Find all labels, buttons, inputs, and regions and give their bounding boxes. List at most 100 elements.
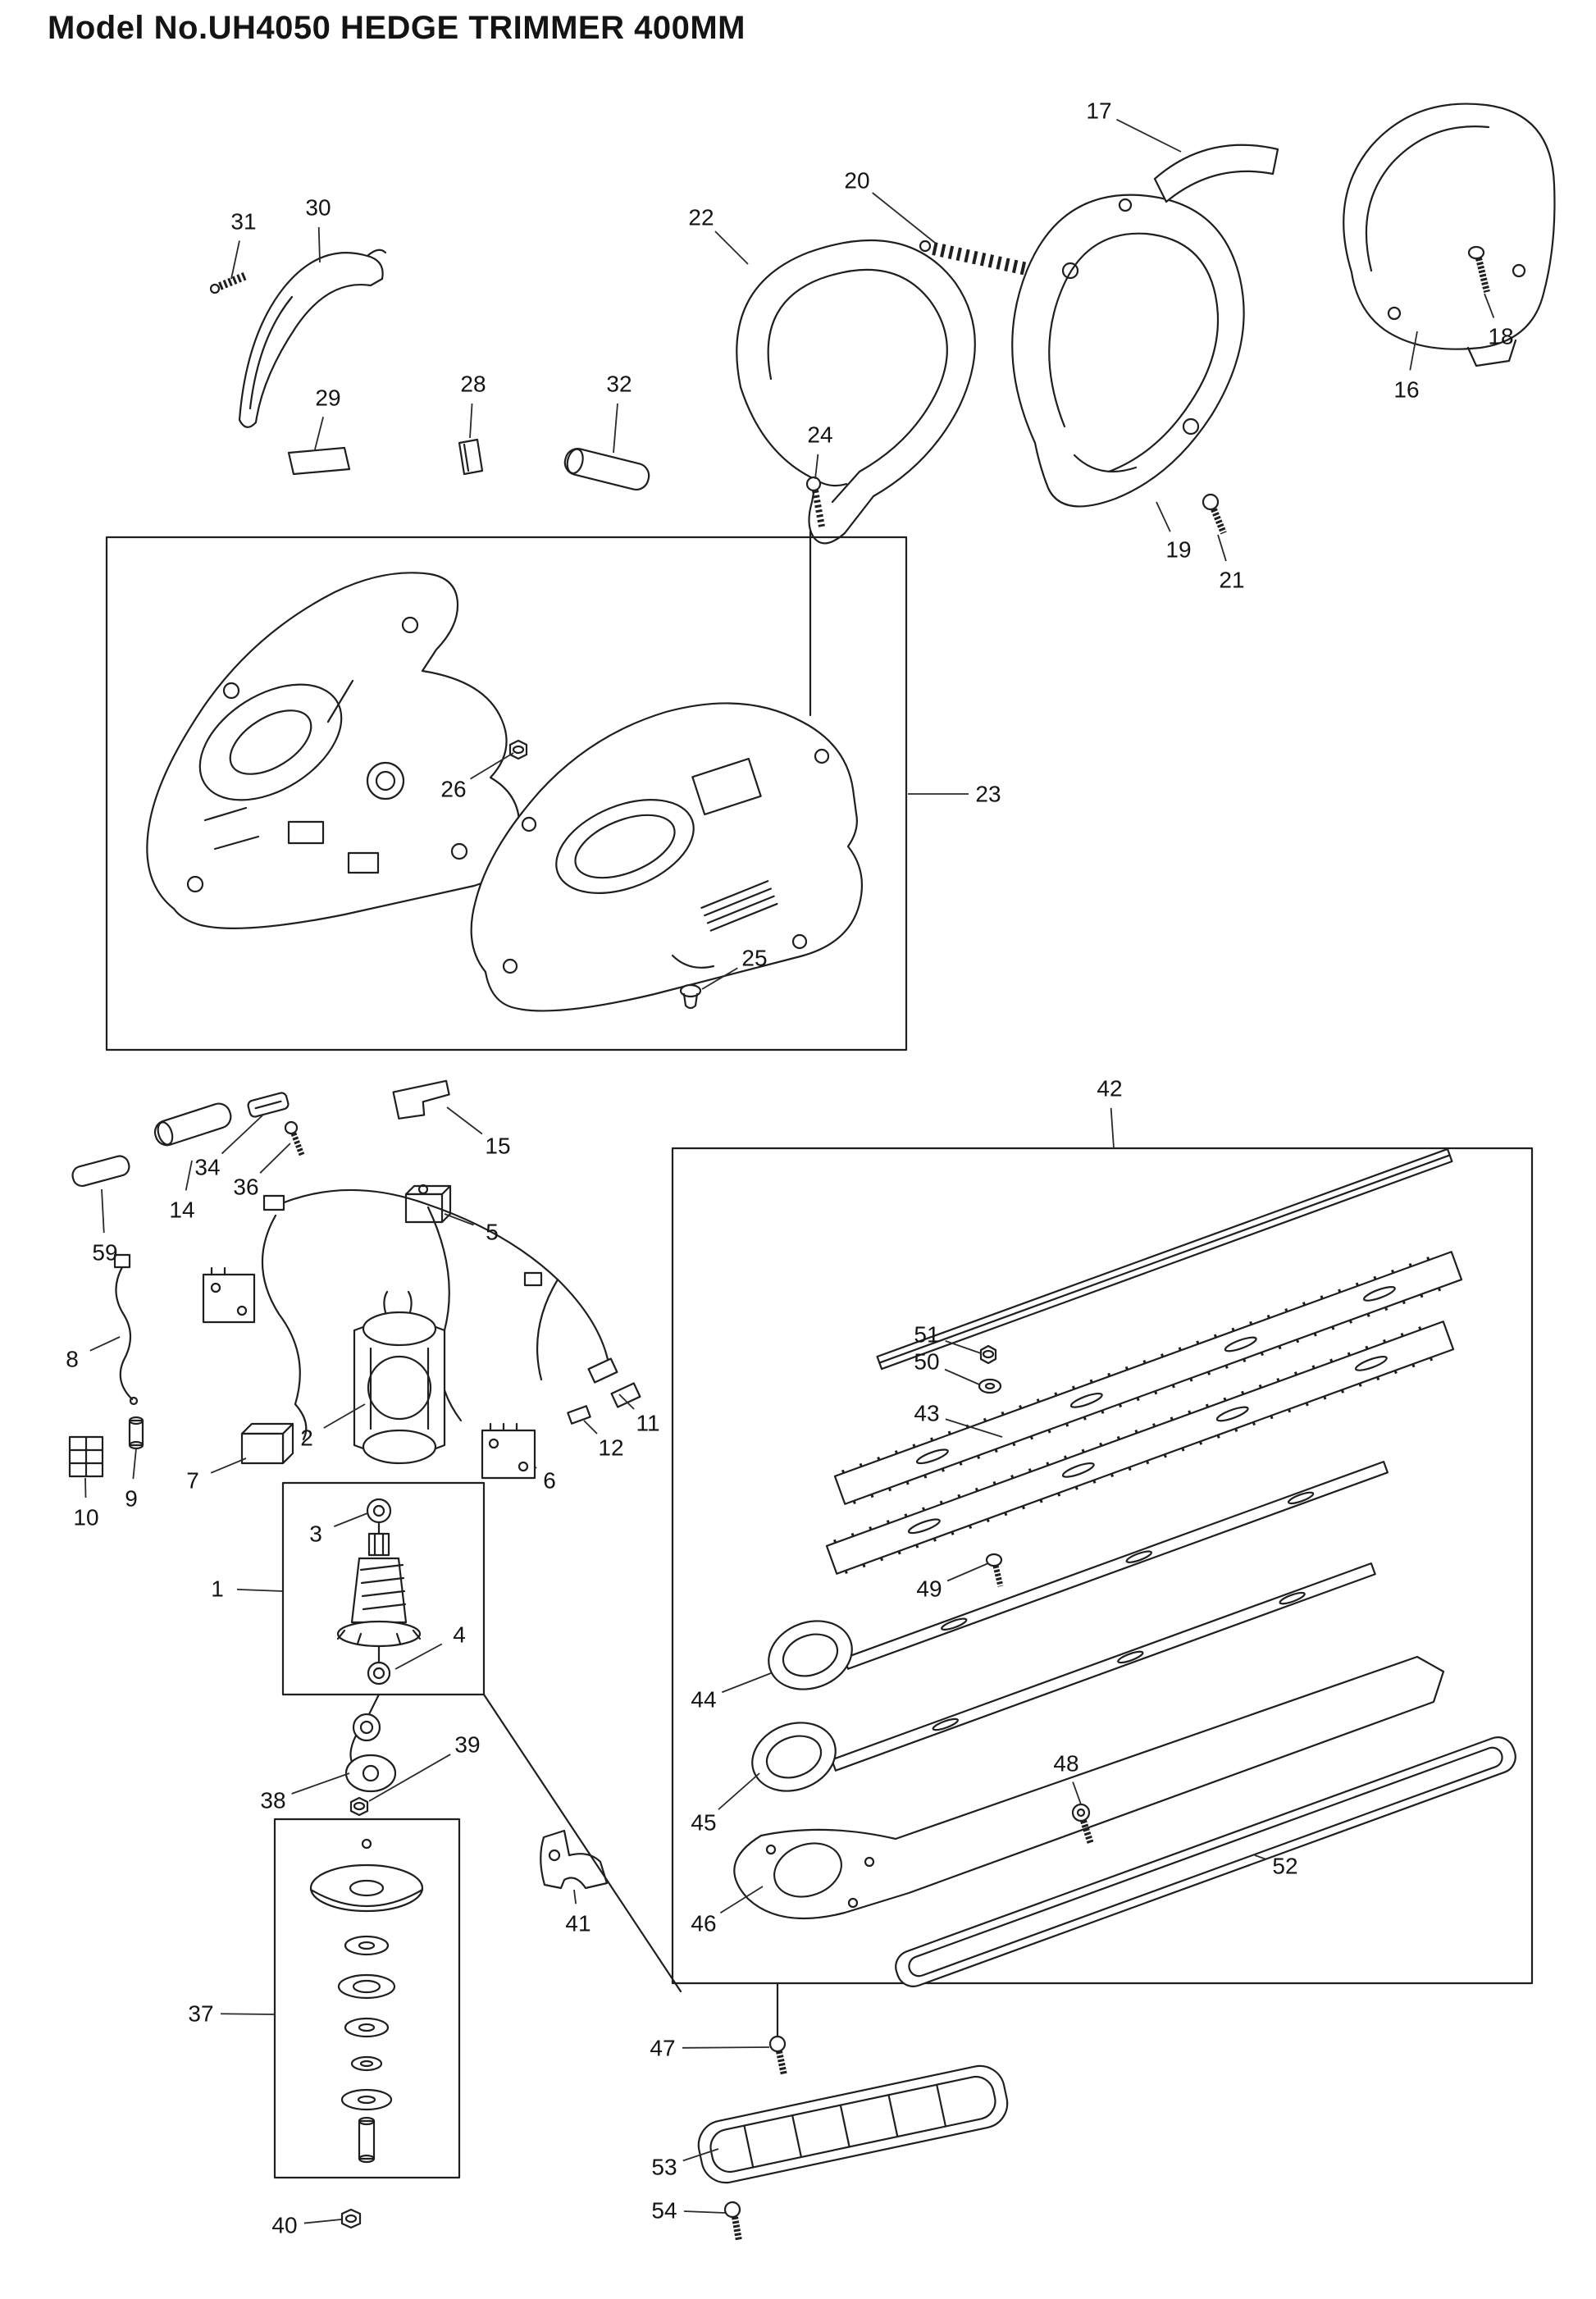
svg-text:41: 41 [565, 1911, 591, 1936]
callout-2: 2 [300, 1403, 366, 1451]
callout-1: 1 [211, 1576, 284, 1602]
part-nut-51 [979, 1344, 997, 1365]
part-rear-handle [1011, 194, 1245, 508]
alignment-line [482, 1693, 682, 1993]
svg-text:39: 39 [454, 1732, 480, 1758]
part-bearing-4 [367, 1661, 391, 1685]
callout-4: 4 [394, 1622, 466, 1670]
callout-38: 38 [260, 1772, 350, 1813]
callout-14: 14 [169, 1160, 195, 1223]
svg-text:45: 45 [691, 1810, 716, 1836]
svg-text:40: 40 [271, 2213, 297, 2238]
part-microswitch-6 [481, 1422, 536, 1480]
callout-18: 18 [1484, 293, 1514, 349]
svg-text:54: 54 [651, 2198, 677, 2224]
callout-9: 9 [125, 1448, 138, 1512]
part-screw-47 [768, 2035, 787, 2076]
svg-text:19: 19 [1165, 537, 1191, 563]
part-connector-10 [68, 1435, 104, 1478]
svg-text:3: 3 [309, 1521, 322, 1547]
part-nut-39 [349, 1796, 369, 1817]
part-crank-38 [344, 1713, 397, 1793]
callout-12: 12 [583, 1420, 624, 1461]
svg-text:46: 46 [691, 1911, 716, 1936]
part-screw-24 [805, 476, 825, 527]
part-tube-59 [71, 1155, 130, 1188]
callout-59: 59 [92, 1188, 118, 1266]
part-shear-blade-upper [833, 1251, 1463, 1505]
part-bracket-41 [540, 1829, 609, 1890]
callout-32: 32 [606, 372, 632, 454]
part-connector-7 [240, 1422, 294, 1465]
part-washer-50 [978, 1378, 1002, 1394]
part-bracket-15 [392, 1079, 450, 1120]
svg-text:10: 10 [73, 1505, 98, 1530]
part-field-stator [353, 1290, 446, 1465]
callout-30: 30 [305, 195, 331, 263]
callout-layer: 1234567891011121415161718192021222324252… [66, 98, 1513, 2238]
callout-39: 39 [368, 1732, 481, 1802]
callout-20: 20 [844, 168, 936, 244]
svg-text:24: 24 [807, 422, 832, 448]
part-screw-36 [284, 1120, 305, 1156]
part-handle-cover [1343, 103, 1556, 367]
callout-52: 52 [1254, 1854, 1298, 1879]
svg-text:31: 31 [230, 209, 256, 235]
part-housing-outer-half [470, 702, 863, 1012]
callout-16: 16 [1393, 331, 1420, 403]
part-block-28 [458, 438, 484, 476]
callout-11: 11 [618, 1394, 660, 1436]
svg-text:50: 50 [914, 1349, 939, 1375]
callout-25: 25 [701, 946, 768, 990]
svg-text:52: 52 [1272, 1854, 1297, 1879]
part-screw-18 [1467, 245, 1490, 293]
part-screw-31-icon [209, 271, 248, 294]
callout-37: 37 [188, 2001, 276, 2027]
part-holder-plate-44 [768, 1461, 1389, 1690]
part-gear-stack [309, 1838, 424, 2164]
callout-49: 49 [916, 1562, 989, 1602]
part-guide-rail [876, 1147, 1453, 1371]
svg-text:11: 11 [636, 1411, 659, 1436]
svg-text:37: 37 [188, 2001, 213, 2027]
svg-text:5: 5 [486, 1220, 499, 1245]
assembly-box-blade [671, 1147, 1534, 1985]
svg-text:44: 44 [691, 1687, 716, 1713]
callout-19: 19 [1156, 501, 1192, 563]
svg-text:12: 12 [598, 1435, 623, 1461]
callout-6: 6 [534, 1466, 556, 1494]
part-guard-rail-52 [895, 1736, 1516, 1987]
part-bottom-plate-46 [733, 1655, 1445, 1920]
callout-50: 50 [914, 1349, 980, 1385]
part-tube-14 [153, 1102, 232, 1147]
part-microswitch-a [202, 1266, 256, 1324]
svg-text:42: 42 [1097, 1076, 1122, 1102]
svg-text:2: 2 [300, 1425, 313, 1451]
part-nut-26 [508, 739, 528, 760]
part-front-handle [736, 239, 976, 545]
part-sleeve-9 [128, 1416, 144, 1450]
svg-text:20: 20 [844, 168, 869, 194]
part-strip-17 [1153, 144, 1279, 203]
assembly-box-armature [281, 1481, 486, 1696]
part-screw-21 [1202, 493, 1227, 535]
callout-17: 17 [1086, 98, 1182, 153]
callout-46: 46 [691, 1886, 764, 1936]
part-cap-25 [679, 983, 702, 1010]
callout-8: 8 [66, 1336, 121, 1372]
svg-text:30: 30 [305, 195, 331, 221]
callout-24: 24 [807, 422, 833, 480]
svg-text:51: 51 [914, 1322, 939, 1348]
svg-text:25: 25 [741, 946, 767, 971]
callout-5: 5 [444, 1213, 499, 1245]
part-holder-plate-45 [751, 1562, 1376, 1792]
svg-text:48: 48 [1053, 1751, 1078, 1777]
svg-text:38: 38 [260, 1788, 285, 1813]
assembly-box-gear-stack [273, 1818, 461, 2179]
callout-15: 15 [446, 1106, 511, 1159]
part-tube-32 [563, 447, 650, 491]
svg-text:9: 9 [125, 1486, 138, 1512]
assembly-box-housing [105, 536, 908, 1051]
svg-text:47: 47 [650, 2036, 675, 2061]
